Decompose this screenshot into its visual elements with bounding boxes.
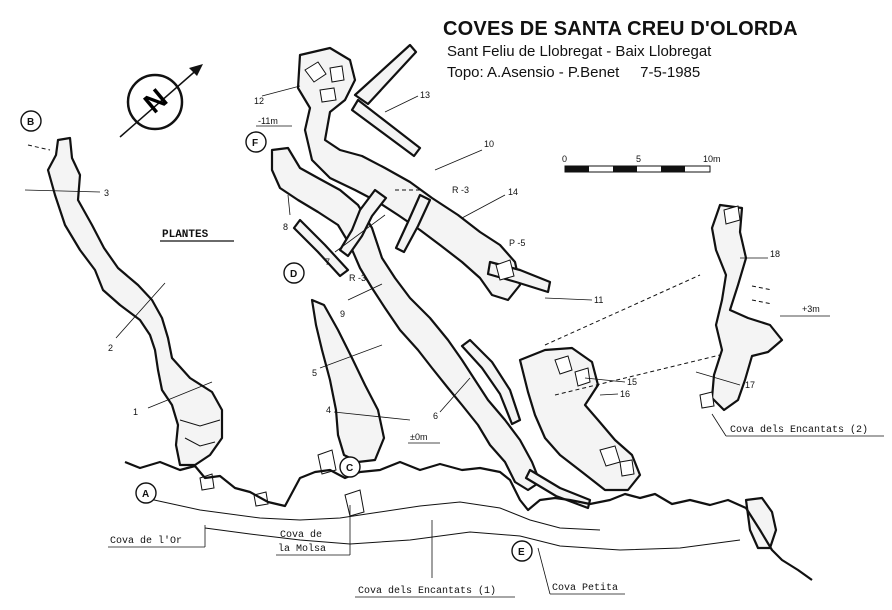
station-1: 1 [133,407,138,417]
scale-label-0: 0 [562,154,567,164]
svg-text:F: F [252,138,258,149]
label-cova-molsa-1: Cova de [280,529,322,541]
passage-F-main [270,146,542,492]
marker-E: E [511,540,533,562]
passage-D [310,298,386,464]
label-cova-molsa-2: la Molsa [278,543,326,555]
passage-encantats-2 [710,203,784,412]
north-arrow: N [119,64,203,138]
marker-F: F [245,131,267,153]
label-cova-petita: Cova Petita [552,582,618,594]
depth-minus11: -11m [258,116,278,126]
map-credits: Topo: A.Asensio - P.Benet 7-5-1985 [447,64,701,81]
map-location: Sant Feliu de Llobregat - Baix Llobregat [447,43,712,60]
label-encantats-2: Cova dels Encantats (2) [730,424,868,436]
map-title: COVES DE SANTA CREU D'OLORDA [443,18,798,40]
depth-p5: P -5 [509,238,525,248]
station-6: 6 [433,411,438,421]
station-2: 2 [108,343,113,353]
station-15: 15 [627,377,637,387]
depth-r3-lower: R -3 [349,273,366,283]
scale-label-5: 5 [636,154,641,164]
station-5: 5 [312,368,317,378]
station-14: 14 [508,187,518,197]
marker-A: A [135,482,157,504]
plan-label: PLANTES [162,229,209,241]
svg-text:D: D [290,269,297,280]
depth-marks: -11m ±0m +3m R -3 R -3 P -5 [256,116,830,444]
ground-surface [124,419,813,581]
marker-D: D [283,262,305,284]
station-18: 18 [770,249,780,259]
scale-label-10: 10m [703,154,721,164]
label-encantats-1: Cova dels Encantats (1) [358,585,496,597]
station-9: 9 [340,309,345,319]
depth-r3-upper: R -3 [452,185,469,195]
station-13: 13 [420,90,430,100]
svg-text:C: C [346,463,353,474]
svg-text:A: A [142,489,149,500]
cave-names: Cova de l'Or Cova de la Molsa Cova dels … [108,413,884,598]
label-cova-or: Cova de l'Or [110,535,182,547]
svg-text:E: E [518,547,525,558]
marker-B: B [20,110,42,132]
station-12: 12 [254,96,264,106]
branches [292,43,592,510]
station-8: 8 [283,222,288,232]
station-4: 4 [326,405,331,415]
station-17: 17 [745,380,755,390]
station-16: 16 [620,389,630,399]
marker-C: C [339,456,361,478]
svg-text:B: B [27,117,34,128]
station-10: 10 [484,139,494,149]
link-dashes [27,144,773,396]
passage-far-right [744,496,778,550]
depth-zero: ±0m [410,432,427,442]
depth-plus3: +3m [802,304,820,314]
station-3: 3 [104,188,109,198]
boulders [199,61,741,517]
station-7: 7 [325,257,330,267]
station-11: 11 [594,295,603,305]
scale-bar: 0 5 10m [562,154,721,173]
station-labels: 1 2 3 4 5 6 7 8 9 10 11 12 13 14 15 16 1 [24,85,780,421]
